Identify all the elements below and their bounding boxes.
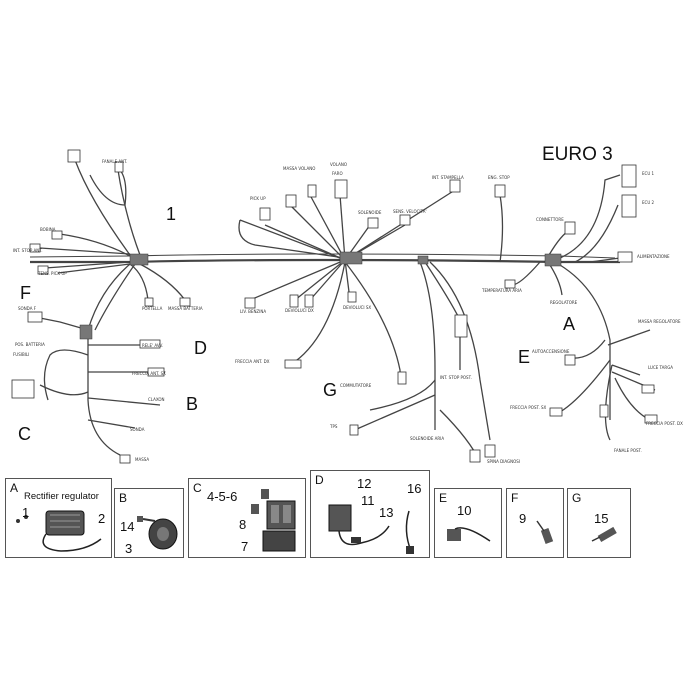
panel-a-num-2: 2 bbox=[98, 511, 106, 526]
panel-e: E 10 bbox=[434, 488, 502, 558]
wire-label: BOBINA bbox=[40, 227, 56, 232]
letter-d: D bbox=[194, 338, 207, 358]
wire-label: COMMUTATORE bbox=[340, 383, 372, 388]
letter-g: G bbox=[323, 380, 338, 400]
panel-g-num-15: 15 bbox=[594, 511, 609, 526]
wire-label: INT. STAMPELLA bbox=[432, 175, 464, 180]
wire-label: MASSA REGOLATORE bbox=[638, 319, 681, 324]
relay-icon bbox=[328, 504, 414, 554]
wire-label: FANALE ANT. bbox=[102, 159, 128, 164]
panel-e-num-10: 10 bbox=[457, 503, 472, 518]
rectifier-regulator-icon bbox=[16, 510, 102, 552]
letter-a: A bbox=[563, 314, 576, 334]
letter-f: F bbox=[20, 283, 31, 303]
panel-f-num-9: 9 bbox=[519, 511, 527, 526]
wire-label: VOLANO bbox=[330, 162, 348, 167]
wire-label: MASSA VOLANO bbox=[283, 166, 316, 171]
panel-b-num-3: 3 bbox=[125, 541, 133, 556]
panel-d-num-16: 16 bbox=[407, 481, 422, 496]
panel-b: B 14 3 bbox=[114, 488, 184, 558]
wire-label: TPS bbox=[330, 424, 338, 429]
panel-c-letter: C bbox=[193, 481, 202, 495]
panel-a: A Rectifier regulator 1 2 bbox=[5, 478, 112, 558]
fuse-box-icon bbox=[251, 489, 296, 552]
wire-label: REGOLATORE bbox=[550, 300, 578, 305]
wire-label: TEMPERATURA ARIA bbox=[482, 288, 522, 293]
wire-label: ECU 1 bbox=[642, 171, 655, 176]
wire-label: SOLENOIDE bbox=[358, 210, 382, 215]
wire-label: SPINA DIAGNOSI bbox=[487, 459, 521, 464]
wire-label: PICK UP bbox=[250, 196, 266, 201]
wiring-harness bbox=[11, 149, 658, 464]
wire-label: FRECCIA POST. DX bbox=[646, 421, 683, 426]
panel-d-num-12: 12 bbox=[357, 476, 372, 491]
panel-c-num-7: 7 bbox=[241, 539, 249, 554]
wire-label: INT. STOP ANT. bbox=[13, 248, 43, 253]
sensor-icon bbox=[447, 527, 491, 542]
wire-label: FARO bbox=[332, 171, 343, 176]
main-ref-number: 1 bbox=[166, 204, 177, 224]
panel-c-num-8: 8 bbox=[239, 517, 247, 532]
wire-label: POS. BATTERIA bbox=[15, 342, 45, 347]
wire-label: DEVIOLUCI DX bbox=[285, 308, 314, 313]
panel-d-num-13: 13 bbox=[379, 505, 394, 520]
wire-label: MASSA BATTERIA bbox=[168, 306, 203, 311]
wire-label: INT. STOP POST. bbox=[440, 375, 472, 380]
wire-label: SENS. VELOCITA' bbox=[393, 209, 427, 214]
wire-label: ECU 2 bbox=[642, 200, 655, 205]
panel-e-letter: E bbox=[439, 491, 448, 505]
wire-label: FRECCIA POST. SX bbox=[510, 405, 547, 410]
panel-d-letter: D bbox=[315, 473, 324, 487]
wire-label: RELE' AVV. bbox=[142, 343, 164, 348]
diagram-title: EURO 3 bbox=[542, 144, 613, 165]
panel-g-letter: G bbox=[572, 491, 582, 505]
panel-g: G 15 bbox=[567, 488, 631, 558]
wire-label: LUCE TARGA bbox=[648, 365, 674, 370]
letter-e: E bbox=[518, 347, 531, 367]
panel-b-num-14: 14 bbox=[120, 519, 135, 534]
wire-label: FRECCIA ANT. SX bbox=[132, 371, 166, 376]
panel-a-letter: A bbox=[10, 481, 19, 495]
wire-label: SOLENOIDE ARIA bbox=[410, 436, 445, 441]
wire-label: SONDA bbox=[130, 427, 145, 432]
switch-icon bbox=[591, 526, 617, 542]
wire-label: ENG. STOP bbox=[488, 175, 510, 180]
wire-label: PORTELLA bbox=[142, 306, 163, 311]
letter-c: C bbox=[18, 424, 31, 444]
panel-f: F 9 bbox=[506, 488, 564, 558]
letter-b: B bbox=[186, 394, 199, 414]
wire-label: AUTOACCENSIONE bbox=[532, 349, 570, 354]
panel-b-letter: B bbox=[119, 491, 128, 505]
panel-f-letter: F bbox=[511, 491, 519, 505]
wire-label: ALIMENTAZIONE bbox=[637, 254, 670, 259]
panel-d-num-11: 11 bbox=[361, 493, 375, 508]
horn-icon bbox=[137, 516, 178, 550]
wire-label: CLAXON bbox=[148, 397, 165, 402]
wire-label: DEVIOLUCI SX bbox=[343, 305, 372, 310]
wire-label: MASSA bbox=[135, 457, 150, 462]
wire-label: TENS. PICK UP bbox=[38, 271, 67, 276]
wire-label: CONNETTORE bbox=[536, 217, 564, 222]
wire-label: SONDA F bbox=[18, 306, 36, 311]
panel-a-num-1: 1 bbox=[22, 505, 30, 520]
panel-a-caption: Rectifier regulator bbox=[24, 491, 99, 502]
wire-label: LIV. BENZINA bbox=[240, 309, 267, 314]
wire-label: FRECCIA ANT. DX bbox=[235, 359, 270, 364]
panel-d: D 12 11 13 16 bbox=[310, 470, 430, 558]
probe-icon bbox=[536, 520, 554, 544]
wire-label: FUSIBILI bbox=[13, 352, 30, 357]
wire-label: FANALE POST. bbox=[614, 448, 642, 453]
panel-c: C 4-5-6 8 7 bbox=[188, 478, 306, 558]
panel-c-num-4-5-6: 4-5-6 bbox=[207, 489, 238, 504]
